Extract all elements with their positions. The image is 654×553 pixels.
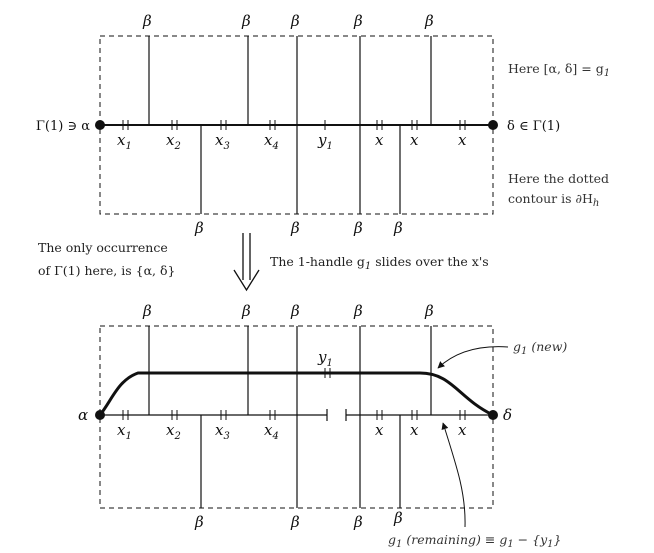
top-beta-label-3: β: [290, 12, 300, 30]
top-x4-label: x4: [264, 131, 279, 152]
top-left-end-label: Γ(1) ∋ α: [36, 119, 90, 134]
middle-left-line-2: of Γ(1) here, is {α, δ}: [38, 263, 175, 278]
top-beta-label-5: β: [424, 12, 434, 30]
bottom-beta-label-6: β: [194, 513, 204, 531]
g1-remaining-label: g1 (remaining) ≡ g1 − {y1}: [388, 532, 561, 550]
bottom-beta-label-3: β: [290, 302, 300, 320]
top-x7-label: x: [458, 131, 467, 149]
bottom-beta-label-4: β: [353, 302, 363, 320]
middle-section: The only occurrence of Γ(1) here, is {α,…: [38, 233, 489, 292]
bottom-beta-label-5: β: [424, 302, 434, 320]
g1-remaining-arrow: [441, 422, 466, 528]
bottom-panel: β β β β β β β β β y1 x1 x2 x3 x4 x x x α…: [78, 302, 567, 550]
bottom-beta-label-7: β: [290, 513, 300, 531]
top-x6-label: x: [410, 131, 419, 149]
bottom-delta-point: [488, 410, 498, 420]
bottom-x2-label: x2: [166, 421, 181, 442]
top-beta-label-6: β: [194, 219, 204, 237]
bottom-x7-label: x: [458, 421, 467, 439]
top-alpha-point: [95, 120, 105, 130]
top-delta-point: [488, 120, 498, 130]
top-x3-label: x3: [215, 131, 230, 152]
top-note-dotted-1: Here the dotted: [508, 171, 609, 186]
top-x2-label: x2: [166, 131, 181, 152]
bottom-tick-marks: [122, 368, 466, 420]
bottom-alpha-label: α: [78, 406, 88, 424]
top-beta-label-9: β: [393, 219, 403, 237]
top-y1-label: y1: [317, 131, 333, 152]
top-beta-label-4: β: [353, 12, 363, 30]
top-beta-label-1: β: [142, 12, 152, 30]
bottom-beta-label-2: β: [241, 302, 251, 320]
top-x1-label: x1: [117, 131, 132, 152]
top-note-dotted-2: contour is ∂Hh: [508, 191, 599, 209]
middle-left-line-1: The only occurrence: [38, 240, 168, 255]
bottom-y1-label: y1: [317, 348, 333, 369]
top-beta-label-7: β: [290, 219, 300, 237]
top-tick-marks: [122, 120, 466, 130]
bottom-x4-label: x4: [264, 421, 279, 442]
g1-new-arrow: [437, 346, 509, 369]
middle-right-caption: The 1-handle g1 slides over the x's: [270, 254, 489, 272]
bottom-delta-label: δ: [503, 406, 512, 424]
top-right-end-label: δ ∈ Γ(1): [507, 119, 560, 134]
g1-new-handle: [98, 371, 494, 417]
bottom-x6-label: x: [410, 421, 419, 439]
bottom-beta-label-9: β: [393, 509, 403, 527]
bottom-alpha-point: [95, 410, 105, 420]
double-down-arrow: [233, 233, 260, 292]
bottom-x1-label: x1: [117, 421, 132, 442]
top-note-here: Here [α, δ] = g1: [508, 61, 610, 79]
top-x5-label: x: [375, 131, 384, 149]
bottom-x3-label: x3: [215, 421, 230, 442]
top-panel: β β β β β β β β β x1 x2 x3 x4 y1 x x x Γ…: [36, 12, 610, 237]
bottom-beta-label-8: β: [353, 513, 363, 531]
top-beta-label-8: β: [353, 219, 363, 237]
bottom-beta-label-1: β: [142, 302, 152, 320]
g1-new-label: g1 (new): [513, 339, 567, 357]
top-beta-label-2: β: [241, 12, 251, 30]
bottom-x5-label: x: [375, 421, 384, 439]
